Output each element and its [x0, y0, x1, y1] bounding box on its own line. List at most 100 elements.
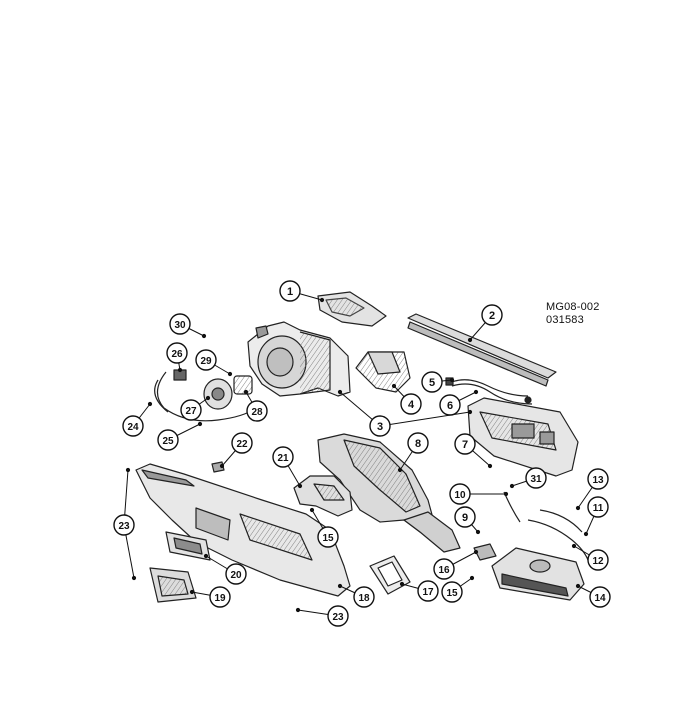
callout-c24: 24 [122, 415, 144, 437]
leader-end-c13 [575, 505, 581, 511]
callout-c10: 10 [449, 483, 471, 505]
leader-end-c31 [509, 483, 515, 489]
leader-end-c4 [391, 383, 397, 389]
callout-number: 3 [377, 421, 383, 433]
callout-number: 21 [277, 453, 289, 464]
callout-circle [587, 549, 609, 571]
callout-number: 6 [447, 400, 453, 412]
part-heater-case [247, 321, 351, 397]
callout-number: 8 [415, 438, 421, 450]
callout-number: 4 [408, 399, 415, 411]
leader-end-c14 [575, 583, 581, 589]
callout-circle [327, 605, 349, 627]
callout-circle [454, 506, 476, 528]
leader-end-c8 [397, 467, 403, 473]
leader-end-c23a [125, 467, 131, 473]
callout-circle [481, 304, 503, 326]
callout-circle [169, 313, 191, 335]
callout-c17: 17 [417, 580, 439, 602]
leader-end-c19 [189, 589, 195, 595]
callout-number: 14 [594, 593, 606, 604]
callout-c27: 27 [180, 399, 202, 421]
callout-c6: 6 [439, 394, 461, 416]
callout-c23a: 23 [113, 514, 135, 536]
callout-number: 11 [593, 503, 604, 514]
callout-number: 23 [118, 521, 130, 532]
callout-c12: 12 [587, 549, 609, 571]
callout-number: 15 [446, 588, 458, 599]
leader-end-c16 [473, 549, 479, 555]
callout-number: 24 [127, 422, 139, 433]
part-switch-16 [473, 543, 497, 561]
leader-end-c29 [227, 371, 233, 377]
callout-circle [400, 393, 422, 415]
callout-c25: 25 [157, 429, 179, 451]
callout-circle [449, 483, 471, 505]
leader-end-c30 [201, 333, 207, 339]
callout-number: 16 [438, 565, 450, 576]
leader-end-c24 [147, 401, 153, 407]
callout-layer: 1234567891011121314151516171819202122232… [113, 280, 611, 627]
callout-number: 26 [171, 349, 183, 360]
leader-end-c27 [205, 395, 211, 401]
part-control-head-14 [491, 547, 585, 601]
callout-number: 30 [174, 320, 186, 331]
callout-c22: 22 [231, 432, 253, 454]
part-bracket-19 [149, 567, 197, 603]
callout-number: 25 [162, 436, 174, 447]
callout-circle [195, 349, 217, 371]
callout-c5: 5 [421, 371, 443, 393]
callout-c26: 26 [166, 342, 188, 364]
leader-end-c7 [487, 463, 493, 469]
figure-code: MG08-002 [546, 301, 600, 313]
callout-c29: 29 [195, 349, 217, 371]
part-frame-17 [369, 555, 411, 595]
callout-number: 17 [422, 587, 434, 598]
callout-circle [441, 581, 463, 603]
callout-circle [439, 394, 461, 416]
leader-end-c12 [571, 543, 577, 549]
callout-c19: 19 [209, 586, 231, 608]
callout-number: 13 [592, 475, 604, 486]
callout-circle [225, 563, 247, 585]
part-bezel-20 [165, 531, 211, 561]
callout-circle [587, 496, 609, 518]
callout-circle [113, 514, 135, 536]
leader-end-c2 [467, 337, 473, 343]
callout-circle [421, 371, 443, 393]
part-plate [317, 291, 387, 327]
callout-circle [454, 433, 476, 455]
callout-c3: 3 [369, 415, 391, 437]
callout-number: 9 [462, 512, 468, 524]
part-panel-18 [135, 463, 351, 597]
callout-circle [231, 432, 253, 454]
callout-number: 5 [429, 377, 435, 389]
callout-number: 19 [214, 593, 226, 604]
callout-number: 18 [358, 593, 370, 604]
callout-c23b: 23 [327, 605, 349, 627]
callout-circle [122, 415, 144, 437]
leader-end-c11 [583, 531, 589, 537]
callout-circle [246, 400, 268, 422]
callout-number: 29 [200, 356, 212, 367]
callout-c21: 21 [272, 446, 294, 468]
callout-number: 10 [454, 490, 466, 501]
leader-end-c21 [297, 483, 303, 489]
leader-end-c17 [399, 581, 405, 587]
leader-end-c10 [503, 491, 509, 497]
date-code: 031583 [546, 314, 584, 326]
leader-end-c23a [131, 575, 137, 581]
leader-end-c6 [473, 389, 479, 395]
callout-number: 23 [332, 612, 344, 623]
leader-end-c3 [467, 409, 473, 415]
callout-number: 7 [462, 439, 468, 451]
callout-c14: 14 [589, 586, 611, 608]
callout-circle [417, 580, 439, 602]
leader-end-c15b [469, 575, 475, 581]
callout-circle [209, 586, 231, 608]
callout-number: 31 [530, 474, 542, 485]
callout-c4: 4 [400, 393, 422, 415]
callout-c30: 30 [169, 313, 191, 335]
callout-circle [369, 415, 391, 437]
